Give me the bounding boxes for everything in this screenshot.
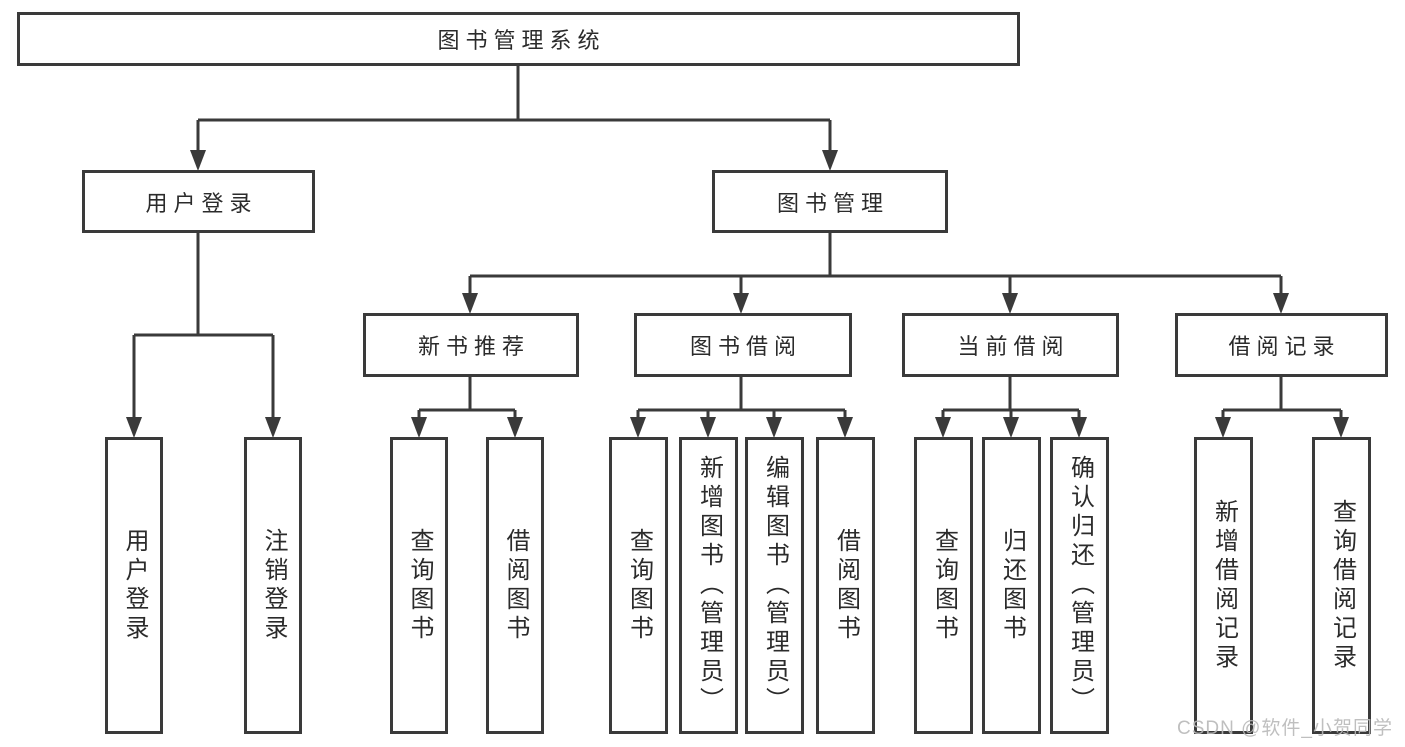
- connector-new-book-children: [417, 377, 517, 420]
- leaf-recommend-borrow-book: 借阅图书: [486, 437, 544, 734]
- arrowheads: [126, 150, 1349, 438]
- leaf-borrowing-add-book-admin: 新增图书（管理员）: [679, 437, 738, 734]
- leaf-recommend-query-book: 查询图书: [390, 437, 448, 734]
- connector-current-borrowing-children: [941, 377, 1081, 420]
- leaf-borrowing-edit-book-admin: 编辑图书（管理员）: [745, 437, 804, 734]
- leaf-current-return-book: 归还图书: [982, 437, 1041, 734]
- node-user-login: 用户登录: [82, 170, 315, 233]
- connector-root-to-level2: [196, 66, 832, 152]
- node-library-system: 图书管理系统: [17, 12, 1020, 66]
- node-current-borrowing: 当前借阅: [902, 313, 1119, 377]
- leaf-user-login: 用户登录: [105, 437, 163, 734]
- leaf-borrowing-borrow-book: 借阅图书: [816, 437, 875, 734]
- connector-user-login-children: [132, 233, 275, 420]
- leaf-logout: 注销登录: [244, 437, 302, 734]
- node-book-management: 图书管理: [712, 170, 948, 233]
- leaf-records-query-record: 查询借阅记录: [1312, 437, 1371, 734]
- node-new-book-recommendation: 新书推荐: [363, 313, 579, 377]
- connector-records-children: [1221, 377, 1343, 420]
- leaf-current-confirm-return-admin: 确认归还（管理员）: [1050, 437, 1109, 734]
- node-borrowing-records: 借阅记录: [1175, 313, 1388, 377]
- connector-book-borrowing-children: [636, 377, 847, 420]
- node-book-borrowing: 图书借阅: [634, 313, 852, 377]
- leaf-current-query-book: 查询图书: [914, 437, 973, 734]
- watermark: CSDN @软件_小贺同学: [1177, 718, 1393, 739]
- leaf-borrowing-query-book: 查询图书: [609, 437, 668, 734]
- connector-book-management-to-level3: [468, 233, 1283, 296]
- leaf-records-add-record: 新增借阅记录: [1194, 437, 1253, 734]
